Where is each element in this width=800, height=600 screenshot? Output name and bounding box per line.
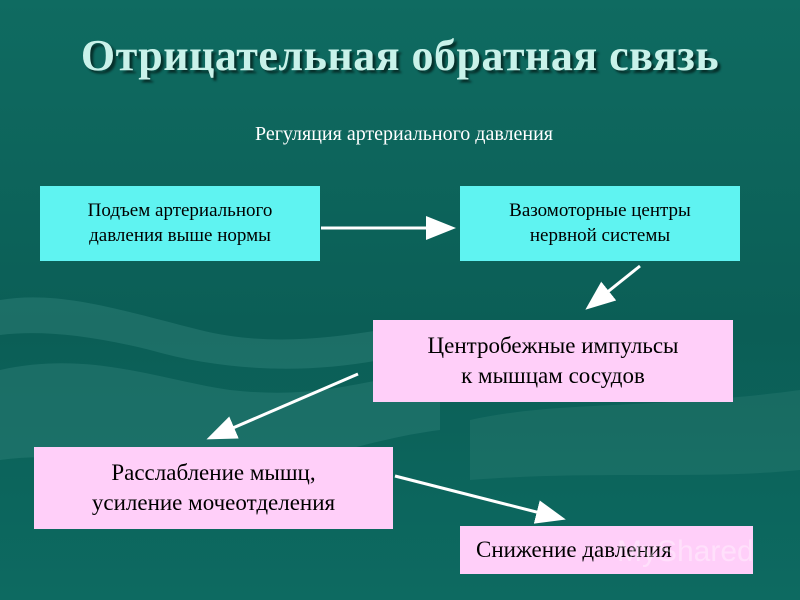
- pressure-rise-text: Подъем артериального давления выше нормы: [87, 199, 273, 246]
- efferent-impulses-box: Центробежные импульсы к мышцам сосудов: [373, 320, 733, 402]
- vasomotor-centers-text: Вазомоторные центры нервной системы: [509, 199, 691, 246]
- efferent-impulses-text: Центробежные импульсы к мышцам сосудов: [427, 333, 679, 388]
- watermark: MyShared: [617, 535, 754, 568]
- vasomotor-centers-box: Вазомоторные центры нервной системы: [460, 186, 740, 261]
- background-wave-shape-3: [470, 390, 800, 480]
- slide-subtitle: Регуляция артериального давления: [254, 123, 554, 145]
- background-wave-shape-2: [0, 297, 380, 369]
- pressure-rise-box: Подъем артериального давления выше нормы: [40, 186, 320, 261]
- relaxation-box: Расслабление мышц, усиление мочеотделени…: [34, 447, 393, 529]
- relaxation-text: Расслабление мышц, усиление мочеотделени…: [91, 460, 336, 515]
- slide-title: Отрицательная обратная связь: [80, 31, 720, 80]
- pressure-decrease-box: Снижение давления: [460, 526, 753, 574]
- pressure-decrease-text: Снижение давления: [476, 537, 672, 563]
